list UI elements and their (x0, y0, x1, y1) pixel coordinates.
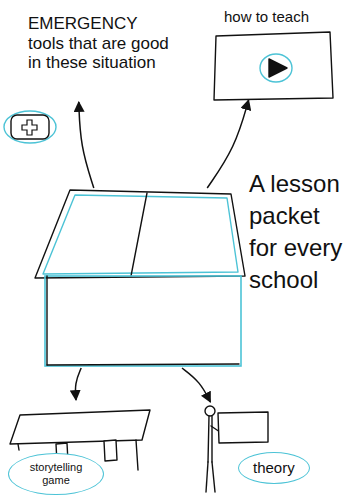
callout-note: EMERGENCY tools that are good in these s… (28, 14, 173, 102)
connector-arrow (182, 368, 210, 402)
table-leg (18, 444, 19, 450)
connector-arrow (207, 100, 248, 188)
node-heading: A lesson packet for every school (249, 168, 345, 296)
house-body (45, 276, 241, 366)
play-circle (260, 54, 292, 82)
node-heading: EMERGENCY tools that are good in these s… (28, 14, 173, 73)
icon-circle (4, 111, 56, 143)
house-floor (47, 364, 239, 365)
cross-symbol (22, 120, 37, 135)
roof-inner (43, 195, 238, 274)
house-wall (46, 276, 47, 365)
play-symbol (269, 59, 287, 77)
board (218, 412, 268, 443)
oval-label: storytelling game (8, 453, 104, 495)
video-box: how to teach (212, 8, 334, 100)
person-head (205, 406, 215, 416)
video-screen (214, 32, 333, 100)
table-leg (136, 440, 138, 470)
house-box: A lesson packet for every school (35, 188, 245, 368)
house-roof (35, 190, 245, 278)
person-body (208, 416, 209, 462)
oval-label: theory (238, 452, 310, 484)
node-heading: how to teach (224, 8, 309, 26)
table-top (10, 410, 150, 444)
teacher-figure: theory (198, 402, 322, 494)
connector-arrow (79, 102, 94, 188)
hanging-card (104, 440, 117, 461)
table-figure: storytelling game (4, 400, 164, 494)
connector-arrow (75, 368, 81, 400)
node-shape (35, 188, 245, 368)
roof-ridge (131, 193, 147, 276)
person-body (211, 416, 212, 462)
person-leg (212, 462, 215, 492)
first-aid-box (11, 115, 49, 139)
person-leg (206, 462, 208, 492)
first-aid-icon (4, 108, 60, 148)
